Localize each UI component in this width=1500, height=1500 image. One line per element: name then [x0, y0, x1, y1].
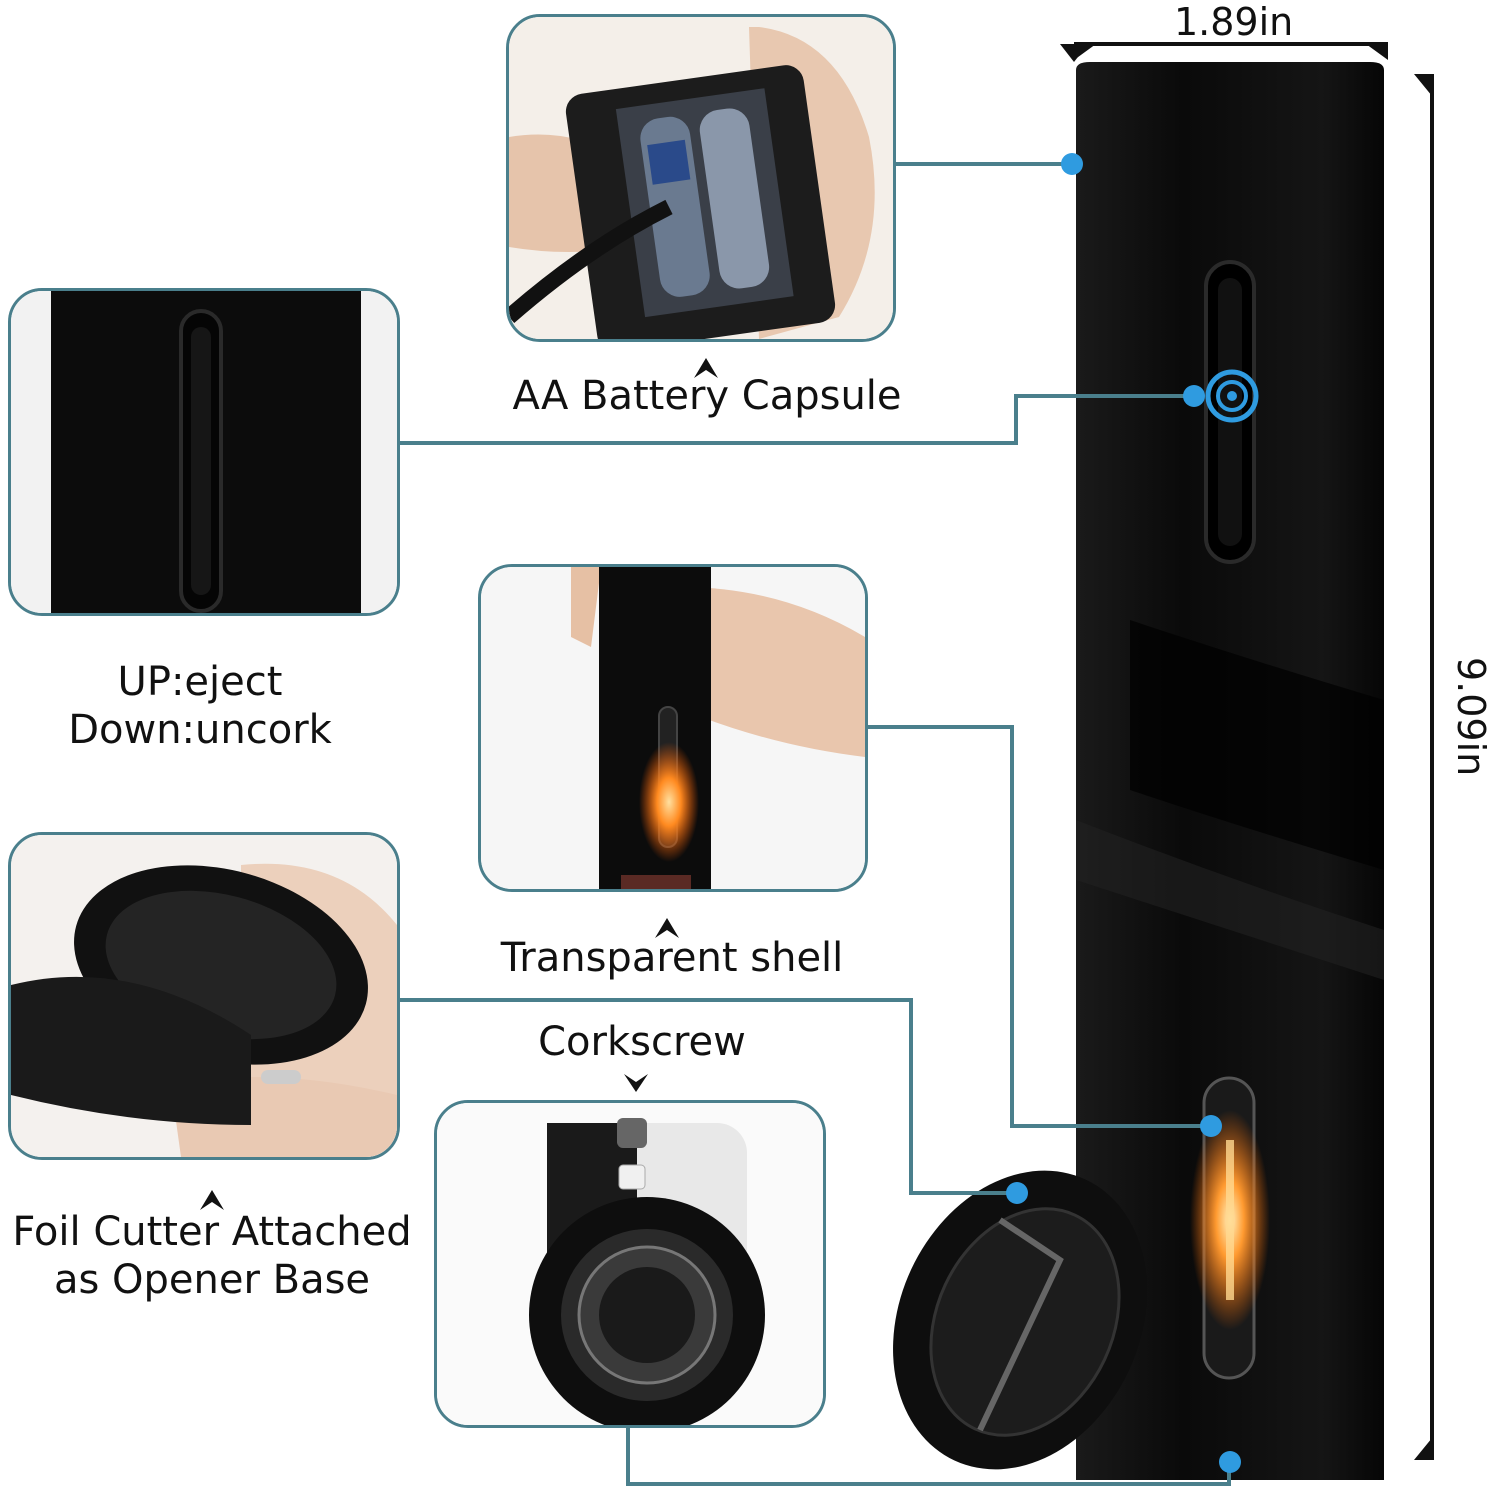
dot-battery [1061, 153, 1083, 175]
foil-cutter-label-line1: Foil Cutter Attached [12, 1209, 412, 1255]
transparent-shell-panel [478, 564, 868, 892]
leader-lines [400, 162, 1231, 1486]
button-label-up: UP:eject [117, 659, 283, 705]
button-label: UP:eject Down:uncork [0, 658, 400, 754]
dot-button [1183, 385, 1205, 407]
caret-up-foil-icon [200, 1190, 224, 1210]
caret-up-battery-icon [694, 358, 718, 378]
dot-corkscrew [1219, 1451, 1241, 1473]
button-label-down: Down:uncork [68, 707, 332, 753]
corkscrew-label: Corkscrew [538, 1019, 746, 1065]
power-button-photo-icon [11, 291, 397, 613]
height-dimension-label: 9.09in [1449, 657, 1493, 777]
height-dimension-line [1414, 74, 1434, 1460]
callout-dots [1006, 153, 1241, 1473]
button-panel [8, 288, 400, 616]
foil-cutter-base [893, 1170, 1147, 1470]
battery-capsule-photo-icon [509, 17, 893, 339]
foil-cutter-label-line2: as Opener Base [53, 1257, 371, 1303]
leader-foil [400, 998, 1016, 1195]
leader-shell [866, 725, 1210, 1128]
caret-down-corkscrew-icon [624, 1074, 648, 1092]
corkscrew-panel [434, 1100, 826, 1428]
caret-up-shell-icon [655, 918, 679, 938]
transparent-shell-photo-icon [481, 567, 865, 889]
button-target-icon [1205, 369, 1259, 423]
caret-markers [200, 358, 718, 1210]
foil-cutter-photo-icon [11, 835, 397, 1157]
battery-capsule-panel [506, 14, 896, 342]
transparent-shell-label: Transparent shell [500, 935, 844, 981]
width-dimension-label: 1.89in [1174, 0, 1294, 44]
battery-capsule-label: AA Battery Capsule [512, 373, 902, 419]
dot-foil [1006, 1182, 1028, 1204]
width-dimension-line [1060, 42, 1388, 62]
dot-shell [1200, 1115, 1222, 1137]
foil-cutter-label: Foil Cutter Attached as Opener Base [0, 1208, 424, 1304]
corkscrew-photo-icon [437, 1103, 823, 1425]
leader-corkscrew [626, 1428, 1231, 1486]
leader-button [400, 394, 1192, 445]
foil-cutter-panel [8, 832, 400, 1160]
